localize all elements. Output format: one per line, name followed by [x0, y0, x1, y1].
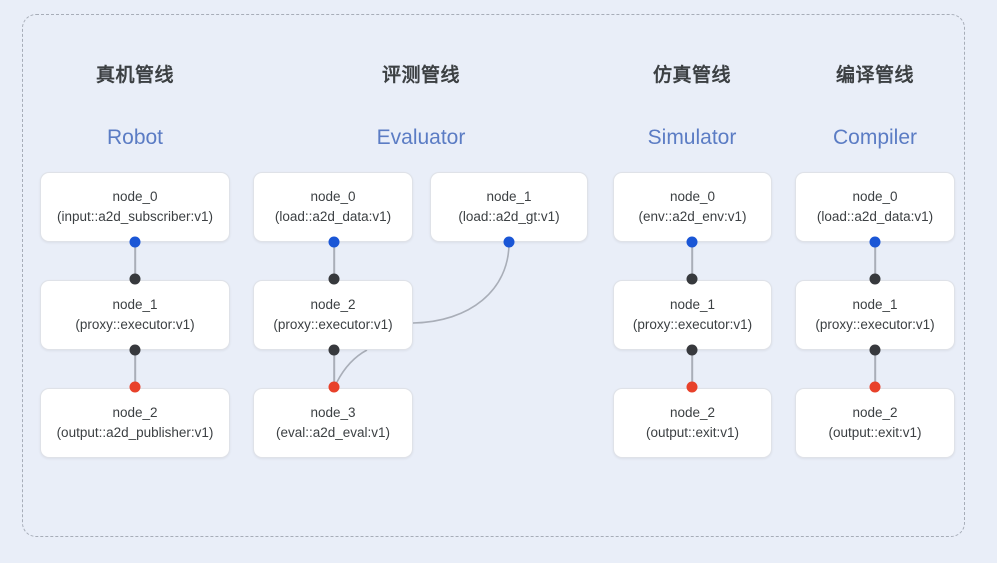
node-name: node_1: [486, 189, 532, 204]
node-type: (input::a2d_subscriber:v1): [56, 209, 214, 224]
node-robot-2[interactable]: node_2 (output::a2d_publisher:v1): [40, 388, 230, 458]
port-robot-1-output[interactable]: [129, 344, 141, 356]
node-type: (output::exit:v1): [828, 425, 922, 440]
node-compiler-2[interactable]: node_2 (output::exit:v1): [795, 388, 955, 458]
edge-compiler-0-1: [874, 242, 876, 279]
node-evaluator-1[interactable]: node_1 (load::a2d_gt:v1): [430, 172, 588, 242]
node-type: (env::a2d_env:v1): [638, 209, 747, 224]
port-simulator-1-output[interactable]: [686, 344, 698, 356]
node-type: (load::a2d_data:v1): [274, 209, 392, 224]
pipeline-group-frame: [22, 14, 965, 537]
port-robot-0-output[interactable]: [129, 236, 141, 248]
port-compiler-1-output[interactable]: [869, 344, 881, 356]
edge-compiler-1-2: [874, 350, 876, 387]
node-robot-0[interactable]: node_0 (input::a2d_subscriber:v1): [40, 172, 230, 242]
edge-simulator-1-2: [691, 350, 693, 387]
port-evaluator-3-input[interactable]: [328, 381, 340, 393]
node-name: node_3: [310, 405, 356, 420]
node-evaluator-0[interactable]: node_0 (load::a2d_data:v1): [253, 172, 413, 242]
node-name: node_2: [112, 405, 158, 420]
node-simulator-2[interactable]: node_2 (output::exit:v1): [613, 388, 772, 458]
node-name: node_2: [852, 405, 898, 420]
node-type: (proxy::executor:v1): [273, 317, 393, 332]
edge-robot-1-2: [134, 350, 136, 387]
node-type: (eval::a2d_eval:v1): [275, 425, 391, 440]
edge-evaluator-0-2: [333, 242, 335, 279]
port-evaluator-1-output[interactable]: [503, 236, 515, 248]
node-name: node_0: [310, 189, 356, 204]
port-evaluator-0-output[interactable]: [328, 236, 340, 248]
port-simulator-1-input[interactable]: [686, 273, 698, 285]
node-name: node_2: [669, 405, 716, 420]
node-type: (output::exit:v1): [645, 425, 740, 440]
port-robot-1-input[interactable]: [129, 273, 141, 285]
node-name: node_0: [669, 189, 716, 204]
port-simulator-0-output[interactable]: [686, 236, 698, 248]
node-name: node_0: [112, 189, 158, 204]
node-name: node_0: [852, 189, 898, 204]
node-name: node_2: [310, 297, 356, 312]
node-type: (proxy::executor:v1): [75, 317, 195, 332]
edge-simulator-0-1: [691, 242, 693, 279]
node-name: node_1: [669, 297, 716, 312]
node-type: (output::a2d_publisher:v1): [56, 425, 214, 440]
node-robot-1[interactable]: node_1 (proxy::executor:v1): [40, 280, 230, 350]
node-compiler-1[interactable]: node_1 (proxy::executor:v1): [795, 280, 955, 350]
node-evaluator-2[interactable]: node_2 (proxy::executor:v1): [253, 280, 413, 350]
node-type: (proxy::executor:v1): [815, 317, 935, 332]
edge-evaluator-2-3: [333, 350, 335, 387]
port-compiler-0-output[interactable]: [869, 236, 881, 248]
port-compiler-1-input[interactable]: [869, 273, 881, 285]
node-simulator-1[interactable]: node_1 (proxy::executor:v1): [613, 280, 772, 350]
port-simulator-2-input[interactable]: [686, 381, 698, 393]
edge-robot-0-1: [134, 242, 136, 279]
node-evaluator-3[interactable]: node_3 (eval::a2d_eval:v1): [253, 388, 413, 458]
node-type: (load::a2d_data:v1): [816, 209, 934, 224]
node-type: (load::a2d_gt:v1): [458, 209, 560, 224]
node-simulator-0[interactable]: node_0 (env::a2d_env:v1): [613, 172, 772, 242]
port-evaluator-2-input[interactable]: [328, 273, 340, 285]
port-robot-2-input[interactable]: [129, 381, 141, 393]
node-name: node_1: [852, 297, 898, 312]
port-compiler-2-input[interactable]: [869, 381, 881, 393]
port-evaluator-2-output[interactable]: [328, 344, 340, 356]
node-type: (proxy::executor:v1): [632, 317, 753, 332]
node-name: node_1: [112, 297, 158, 312]
node-compiler-0[interactable]: node_0 (load::a2d_data:v1): [795, 172, 955, 242]
